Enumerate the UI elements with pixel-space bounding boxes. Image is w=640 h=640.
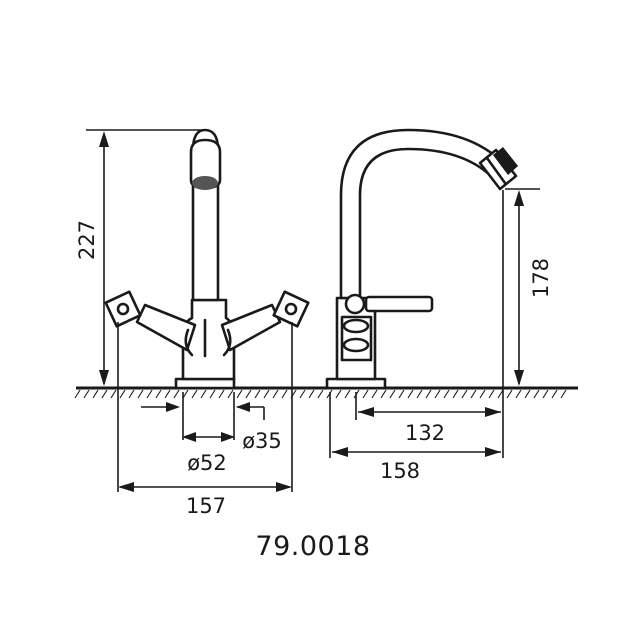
ground-hatch-mark [416, 389, 423, 399]
ground-hatch-mark [398, 389, 405, 399]
ground-hatch-mark [200, 389, 207, 399]
ground-hatch-mark [155, 389, 162, 399]
label-side-depth: 158 [380, 459, 420, 483]
ground-hatch-mark [308, 389, 315, 399]
dim-side-depth [329, 392, 501, 458]
ground-hatch-mark [317, 389, 324, 399]
front-view [104, 128, 310, 390]
ground-hatch-mark [434, 389, 441, 399]
ground-hatch-mark [407, 389, 414, 399]
ground-hatch-mark [227, 389, 234, 399]
ground-hatch-mark [488, 389, 495, 399]
ground-hatch-mark [119, 389, 126, 399]
ground-hatch-mark [443, 389, 450, 399]
ground-hatch-mark [299, 389, 306, 399]
ground-hatch-mark [218, 389, 225, 399]
ground-hatch-mark [146, 389, 153, 399]
side-spout [339, 128, 505, 300]
ground-hatch-mark [560, 389, 567, 399]
ground-hatch-mark [452, 389, 459, 399]
ground-hatch-mark [92, 389, 99, 399]
front-left-arm [135, 303, 197, 352]
ground-hatch-mark [209, 389, 216, 399]
ground-hatch-mark [551, 389, 558, 399]
ground-hatch-mark [182, 389, 189, 399]
ground-hatch-mark [425, 389, 432, 399]
ground-hatch-mark [470, 389, 477, 399]
label-front-height: 227 [75, 220, 99, 260]
ground-hatch-mark [479, 389, 486, 399]
front-aerator [192, 176, 218, 190]
label-side-height: 178 [529, 258, 553, 298]
ground-hatch-mark [128, 389, 135, 399]
side-base-plate [325, 377, 387, 390]
label-hole-diameter: ø35 [242, 429, 282, 453]
ground-hatch-mark [254, 389, 261, 399]
label-overall-width: 157 [186, 494, 226, 518]
ground-hatch-mark [542, 389, 549, 399]
ground-hatch-mark [263, 389, 270, 399]
front-base-plate [174, 377, 236, 390]
ground-hatch-mark [515, 389, 522, 399]
ground-hatch-mark [110, 389, 117, 399]
front-left-handle [104, 290, 142, 328]
ground-hatch-mark [236, 389, 243, 399]
ground-hatch-mark [164, 389, 171, 399]
ground-hatch-mark [101, 389, 108, 399]
dim-front-diameters [141, 392, 265, 442]
dim-spout-reach [355, 190, 504, 458]
ground-hatch-mark [380, 389, 387, 399]
ground-hatch-mark [371, 389, 378, 399]
ground-hatch-mark [335, 389, 342, 399]
ground-hatch-mark [524, 389, 531, 399]
dim-front-height [86, 129, 204, 386]
ground-hatch-mark [83, 389, 90, 399]
ground-hatch-mark [245, 389, 252, 399]
ground-hatch-mark [344, 389, 351, 399]
ground-hatch-mark [137, 389, 144, 399]
ground-hatch-mark [461, 389, 468, 399]
side-lever-handle [344, 293, 434, 315]
ground-hatch-mark [191, 389, 198, 399]
ground-hatch-mark [497, 389, 504, 399]
label-spout-reach: 132 [405, 421, 445, 445]
ground-hatch-mark [362, 389, 369, 399]
label-base-diameter: ø52 [187, 451, 227, 475]
ground-hatch-mark [74, 389, 81, 399]
side-view [325, 128, 518, 390]
front-right-arm [220, 303, 282, 352]
ground-hatch-mark [281, 389, 288, 399]
side-spout-tip [478, 147, 518, 191]
ground-hatch-mark [173, 389, 180, 399]
ground-hatch-mark [506, 389, 513, 399]
dim-side-height [505, 188, 540, 386]
front-right-handle [272, 290, 310, 328]
product-code: 79.0018 [255, 531, 370, 562]
ground-hatch-mark [272, 389, 279, 399]
dim-front-width [117, 322, 293, 492]
ground-hatch-mark [389, 389, 396, 399]
ground-hatch-mark [533, 389, 540, 399]
